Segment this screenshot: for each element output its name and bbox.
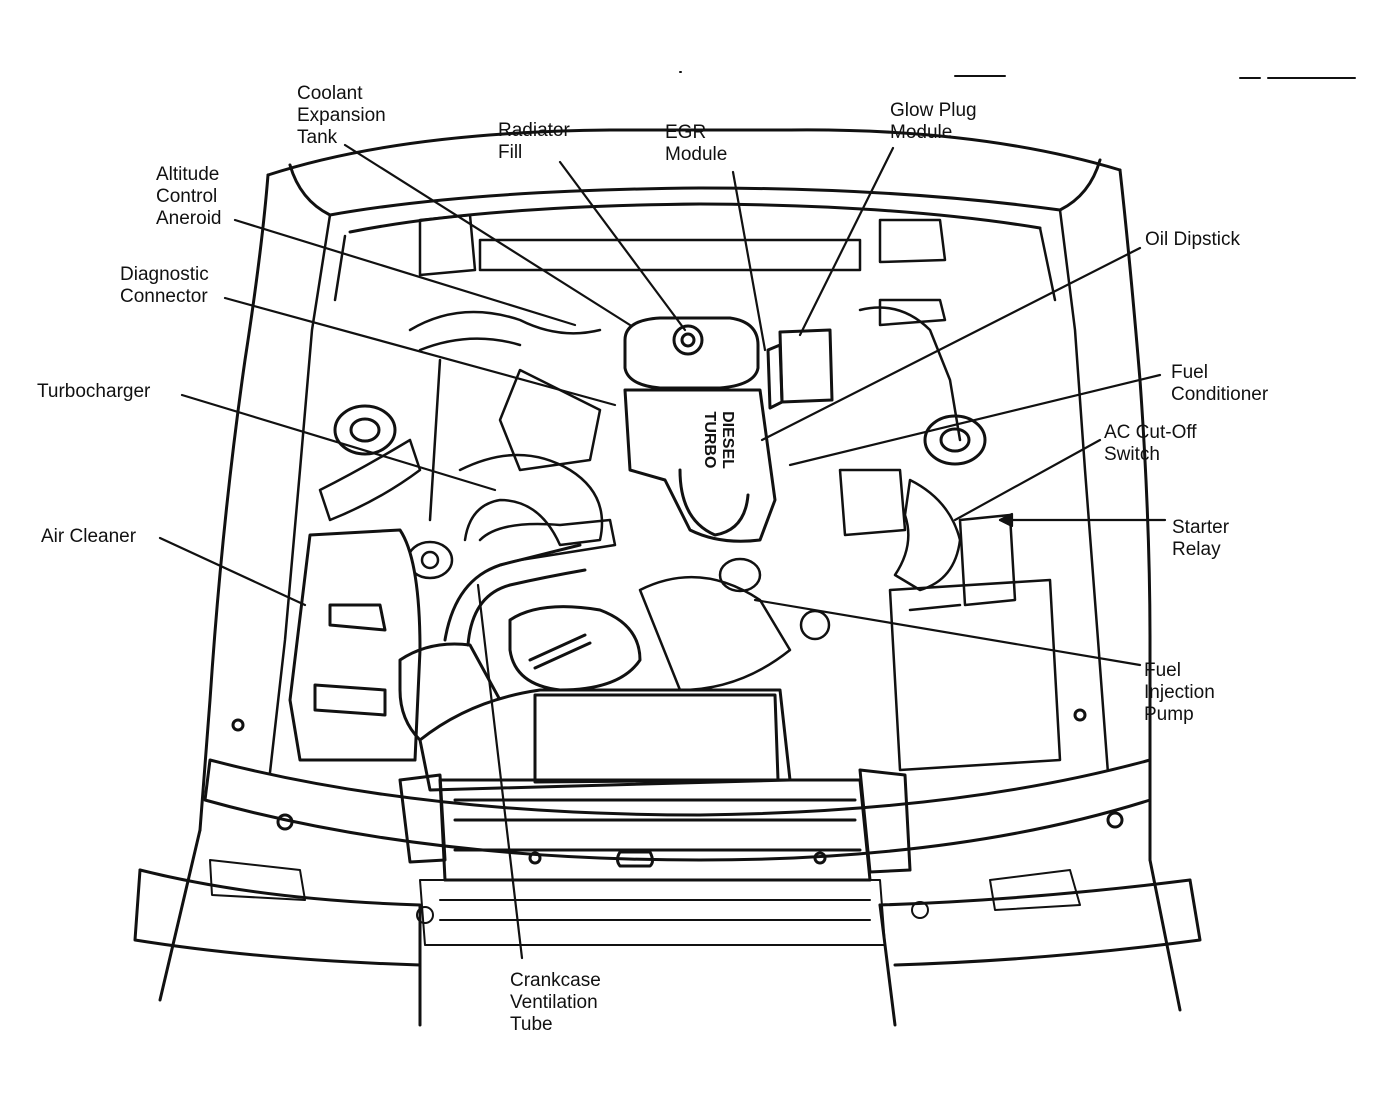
label-line: Fuel	[1144, 660, 1181, 681]
engine-label-turbo: TURBO	[701, 412, 718, 469]
label-crankcase-ventilation-tube: Crankcase Ventilation Tube	[510, 970, 601, 1036]
turbocharger-assembly	[318, 310, 617, 580]
label-line: Tube	[510, 1014, 553, 1035]
crankcase-ventilation-tube-shape	[443, 543, 587, 647]
label-line: Ventilation	[510, 992, 598, 1013]
label-line: Control	[156, 186, 218, 207]
leader-glow-plug-module	[798, 146, 895, 337]
leader-starter-relay-arrow	[998, 512, 1014, 528]
label-egr-module: EGR Module	[665, 122, 727, 166]
label-starter-relay: Starter Relay	[1172, 517, 1229, 561]
label-fuel-injection-pump: Fuel Injection Pump	[1144, 660, 1215, 726]
label-radiator-fill: Radiator Fill	[498, 120, 570, 164]
leader-altitude-control-aneroid	[233, 218, 577, 327]
label-line: AC Cut-Off	[1104, 422, 1197, 443]
label-oil-dipstick: Oil Dipstick	[1145, 229, 1240, 251]
leader-egr-module	[731, 170, 767, 352]
label-line: Connector	[120, 286, 208, 307]
label-line: Fill	[498, 142, 523, 163]
leader-oil-dipstick	[760, 246, 1142, 442]
label-line: Relay	[1172, 539, 1221, 560]
label-line: Module	[890, 122, 953, 143]
label-line: Diagnostic	[120, 264, 209, 285]
leader-ac-cutoff-switch	[953, 438, 1102, 522]
label-line: Glow Plug	[890, 100, 977, 121]
leader-radiator-fill	[558, 160, 687, 332]
fender-walls	[266, 208, 1112, 802]
label-line: Expansion	[297, 105, 386, 126]
label-line: Pump	[1144, 704, 1194, 725]
label-line: Injection	[1144, 682, 1215, 703]
label-line: Radiator	[498, 120, 570, 141]
lower-front-structure	[209, 859, 1081, 946]
label-coolant-expansion-tank: Coolant Expansion Tank	[297, 83, 386, 149]
label-line: Oil Dipstick	[1145, 229, 1241, 250]
leader-fuel-injection-pump	[753, 598, 1142, 667]
label-line: Crankcase	[510, 970, 601, 991]
label-line: Coolant	[297, 83, 363, 104]
leader-crankcase-ventilation-tube	[476, 583, 524, 960]
label-turbocharger: Turbocharger	[37, 381, 150, 403]
label-ac-cutoff-switch: AC Cut-Off Switch	[1104, 422, 1197, 466]
leader-diagnostic-connector	[223, 296, 617, 407]
top-margin-marks	[679, 71, 1356, 79]
label-line: Aneroid	[156, 208, 222, 229]
label-line: Turbocharger	[37, 381, 151, 402]
label-line: Fuel	[1171, 362, 1208, 383]
leader-turbocharger	[180, 393, 497, 492]
label-fuel-conditioner: Fuel Conditioner	[1171, 362, 1268, 406]
leader-coolant-expansion-tank	[343, 143, 632, 327]
glow-plug-module-box	[766, 328, 834, 410]
label-line: EGR	[665, 122, 707, 143]
engine-label-diesel: DIESEL	[719, 411, 736, 469]
engine-block: TURBO DIESEL	[623, 388, 777, 543]
label-line: Conditioner	[1171, 384, 1269, 405]
label-line: Starter	[1172, 517, 1230, 538]
leader-fuel-conditioner	[788, 373, 1162, 467]
right-side-components	[638, 298, 1062, 772]
leader-air-cleaner	[158, 536, 307, 607]
air-cleaner-housing	[288, 528, 502, 762]
intake-duct	[418, 605, 792, 792]
label-line: Altitude	[156, 164, 220, 185]
label-line: Tank	[297, 127, 338, 148]
coolant-expansion-tank	[623, 316, 760, 390]
label-glow-plug-module: Glow Plug Module	[890, 100, 977, 144]
label-air-cleaner: Air Cleaner	[41, 526, 136, 548]
label-altitude-control-aneroid: Altitude Control Aneroid	[156, 164, 222, 230]
label-line: Air Cleaner	[41, 526, 137, 547]
label-line: Module	[665, 144, 728, 165]
vehicle-body-outline	[133, 128, 1202, 1027]
label-line: Switch	[1104, 444, 1160, 465]
leader-lines	[158, 143, 1167, 960]
label-diagnostic-connector: Diagnostic Connector	[120, 264, 209, 308]
